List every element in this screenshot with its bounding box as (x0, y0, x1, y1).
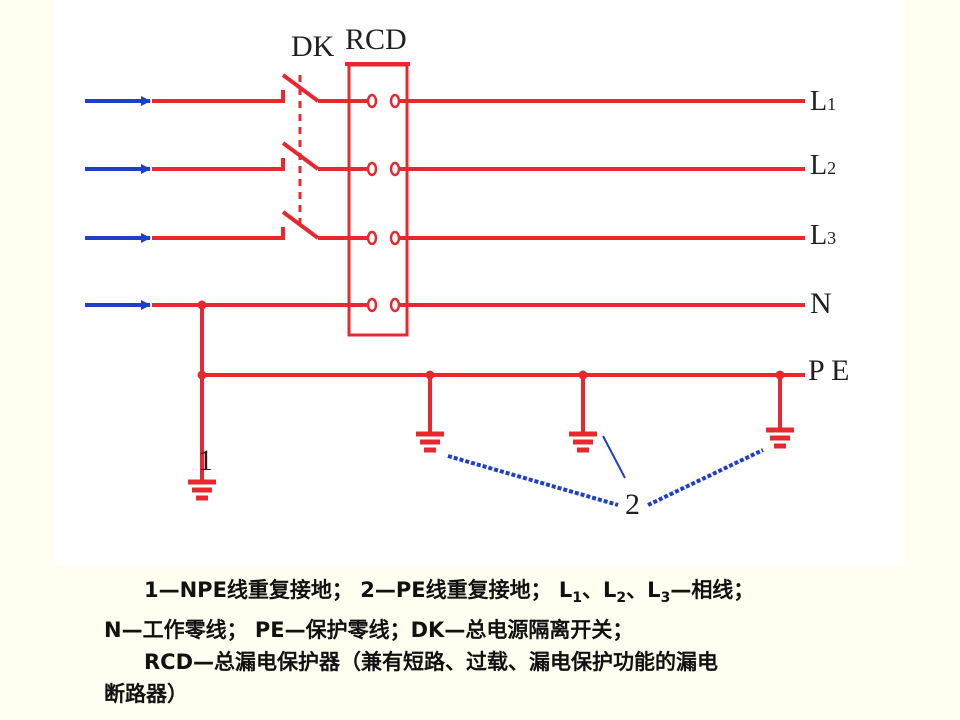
caption-line-3: RCD—总漏电保护器（兼有短路、过载、漏电保护功能的漏电 (144, 650, 719, 675)
ground-marker-1: 1 (198, 444, 213, 477)
rcd-terminal (366, 161, 378, 177)
ground-symbol-pe-2 (569, 431, 597, 453)
leader-to-ground-1 (447, 454, 619, 507)
rcd-terminal (366, 297, 378, 313)
rcd-label: RCD (345, 23, 407, 56)
rcd-terminal (366, 93, 378, 109)
junction-pe-1 (425, 370, 435, 380)
rcd-terminal (389, 93, 401, 109)
label-l1: L1 (810, 86, 837, 117)
rcd-terminal (389, 297, 401, 313)
junction-pe-2 (578, 370, 588, 380)
rcd-terminal (389, 230, 401, 246)
rcd-terminal (389, 161, 401, 177)
dk-label: DK (291, 30, 335, 63)
label-l2: L2 (810, 150, 837, 181)
caption-line-4: 断路器） (104, 682, 188, 707)
conductors (152, 90, 805, 480)
rcd-box (345, 62, 410, 337)
leader-lines (447, 435, 764, 507)
junction-npe (197, 300, 207, 310)
rcd-terminals (366, 93, 401, 313)
ground-symbol-pe-3 (766, 427, 794, 449)
incoming-arrows (85, 96, 151, 310)
caption-line-2: N—工作零线； PE—保护零线；DK—总电源隔离开关； (104, 618, 634, 643)
conductor-l3-in (152, 227, 285, 240)
ground-symbol-npe (188, 479, 216, 501)
leader-to-ground-3 (647, 448, 764, 507)
label-n: N (810, 287, 832, 320)
ground-marker-2: 2 (625, 488, 640, 521)
leader-to-ground-2 (602, 435, 626, 479)
label-pe: P E (808, 354, 850, 387)
caption: 1—NPE线重复接地； 2—PE线重复接地； L1、L2、L3—相线； N—工作… (104, 574, 904, 710)
label-l3: L3 (810, 220, 837, 251)
diagram-panel (55, 0, 905, 566)
rcd-terminal (366, 230, 378, 246)
junction-dots (197, 300, 785, 380)
conductor-l2-in (152, 158, 285, 171)
conductor-l1-in (152, 90, 285, 103)
caption-line-1: 1—NPE线重复接地； 2—PE线重复接地； L1、L2、L3—相线； (144, 578, 755, 607)
ground-symbols (188, 427, 794, 501)
wiring-diagram (85, 62, 805, 507)
dk-switch (281, 73, 320, 240)
junction-pe-start (197, 370, 207, 380)
junction-pe-3 (775, 370, 785, 380)
ground-symbol-pe-1 (416, 431, 444, 453)
